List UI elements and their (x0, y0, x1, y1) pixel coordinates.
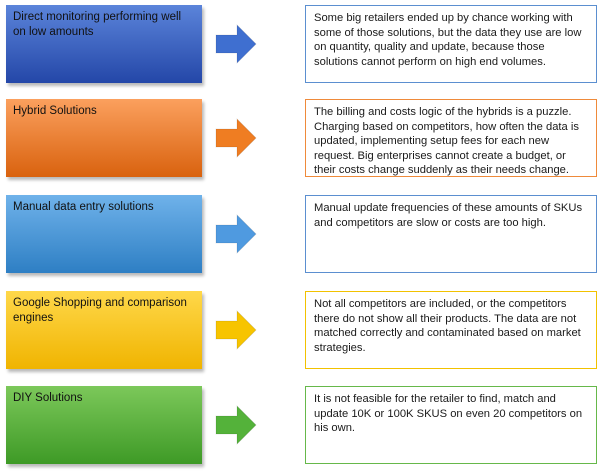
description-box: Not all competitors are included, or the… (305, 291, 597, 369)
right-arrow-icon (215, 405, 257, 445)
right-arrow-icon (215, 310, 257, 350)
description-box: Some big retailers ended up by chance wo… (305, 5, 597, 83)
solution-label-box: Hybrid Solutions (6, 99, 202, 177)
solution-label-box: Google Shopping and comparison engines (6, 291, 202, 369)
description-box: It is not feasible for the retailer to f… (305, 386, 597, 464)
right-arrow-icon (215, 214, 257, 254)
solution-label-box: Direct monitoring performing well on low… (6, 5, 202, 83)
description-box: The billing and costs logic of the hybri… (305, 99, 597, 177)
description-box: Manual update frequencies of these amoun… (305, 195, 597, 273)
solution-label-box: Manual data entry solutions (6, 195, 202, 273)
right-arrow-icon (215, 24, 257, 64)
solution-label-box: DIY Solutions (6, 386, 202, 464)
right-arrow-icon (215, 118, 257, 158)
